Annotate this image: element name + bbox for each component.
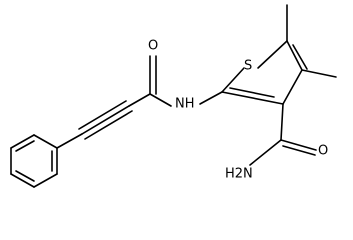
amide-nh-label: NH [175,97,195,112]
thiophene-bond [286,40,303,71]
phenyl-bond [10,173,35,188]
carboxamide-oxygen-label: O [318,144,328,159]
chemical-structure-canvas: O NH S O H2N [10,4,337,188]
phenyl-double-bond [15,140,35,152]
phenyl-bond [33,134,58,149]
carbonyl-c-n-bond [149,93,172,107]
alkyne-triple-bond [56,93,151,149]
carboxamide-c-o-double [282,145,316,156]
amide-carbonyl-oxygen-label: O [148,39,158,54]
triple-bond-line [81,105,130,135]
phenyl-double-bond [15,170,35,182]
triple-bond-line [84,110,133,140]
amide-carbonyl: O NH [148,39,195,112]
phenyl-alkyne-bond [56,133,83,149]
phenyl-bond [10,134,35,149]
carboxamide-group: O H2N [225,103,328,182]
methyl-4-bond [301,69,337,78]
alkyne-carbonyl-bond [128,93,151,107]
carboxamide-nh2-label: H2N [225,167,253,182]
nh-thiophene-bond [199,91,223,105]
molecule-drawing: O NH S O H2N [10,4,337,188]
thiophene-double-bond [229,87,275,98]
thiophene-ring: S [199,40,308,105]
methyl-groups [286,4,337,78]
thiophene-bond [221,67,245,93]
thiophene-double-bond [292,44,308,70]
thiophene-bond [282,69,303,105]
ring-carboxamide-bond [280,103,284,141]
phenyl-bond [33,173,58,188]
triple-bond-line [78,100,127,130]
carboxamide-c-o-bond [280,139,317,151]
thiophene-bond [221,91,284,105]
phenyl-ring [10,134,58,188]
thiophene-bond [257,40,288,69]
thiophene-sulfur-label: S [244,59,252,74]
carboxamide-c-n-bond [249,139,282,166]
